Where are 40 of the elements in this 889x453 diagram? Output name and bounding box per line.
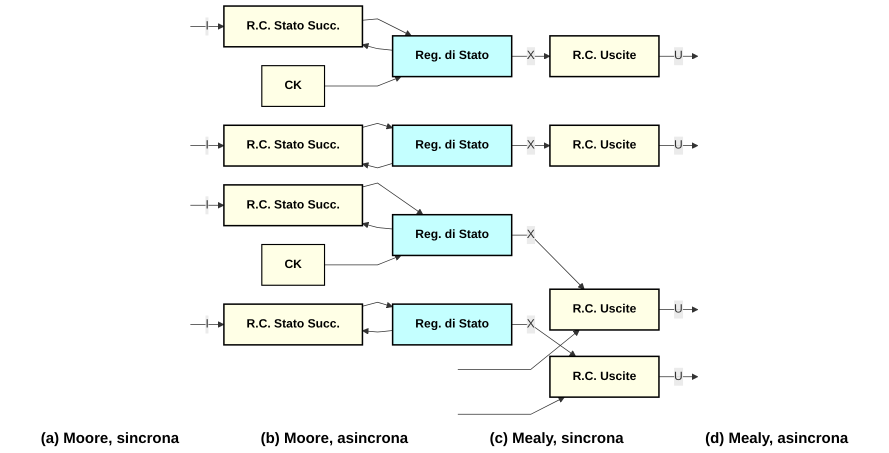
process-box: Reg. di Stato [392,124,513,167]
arrow [658,306,699,313]
arrow [458,396,566,415]
caption-text: (d) Mealy, asincrona [705,430,848,447]
arrow [190,202,225,209]
arrow [458,330,580,370]
arrow [362,18,412,36]
arrow [190,142,225,149]
process-box: R.C. Uscite [550,288,660,331]
process-box: R.C. Stato Succ. [224,303,364,346]
process-box: Reg. di Stato [392,35,513,78]
caption-text: (b) Moore, asincrona [260,430,408,447]
process-box: R.C. Stato Succ. [224,124,364,167]
arrow [362,302,394,308]
arrow [324,76,402,86]
arrow [324,254,402,266]
process-box: Reg. di Stato [392,214,513,256]
process-box: Reg. di Stato [392,303,513,346]
caption-text: (a) Moore, sincrona [40,430,180,447]
arrow [362,328,394,335]
arrow [362,182,424,215]
arrow [362,43,394,51]
arrow [512,234,585,290]
arrow [512,324,576,357]
clock-box: CK [262,65,326,107]
arrow [190,23,225,30]
process-box: R.C. Uscite [550,356,660,398]
process-box: R.C. Uscite [550,35,660,78]
caption-text: (c) Mealy, sincrona [490,430,624,447]
clock-box: CK [262,244,326,286]
arrow [658,142,699,149]
process-box: R.C. Stato Succ. [224,184,364,226]
arrow [190,321,225,328]
arrow [362,222,394,230]
arrow [658,52,699,60]
arrow [362,162,394,169]
process-box: R.C. Uscite [550,124,660,167]
arrow [362,122,394,130]
process-box: R.C. Stato Succ. [224,5,364,48]
arrow [658,373,699,380]
